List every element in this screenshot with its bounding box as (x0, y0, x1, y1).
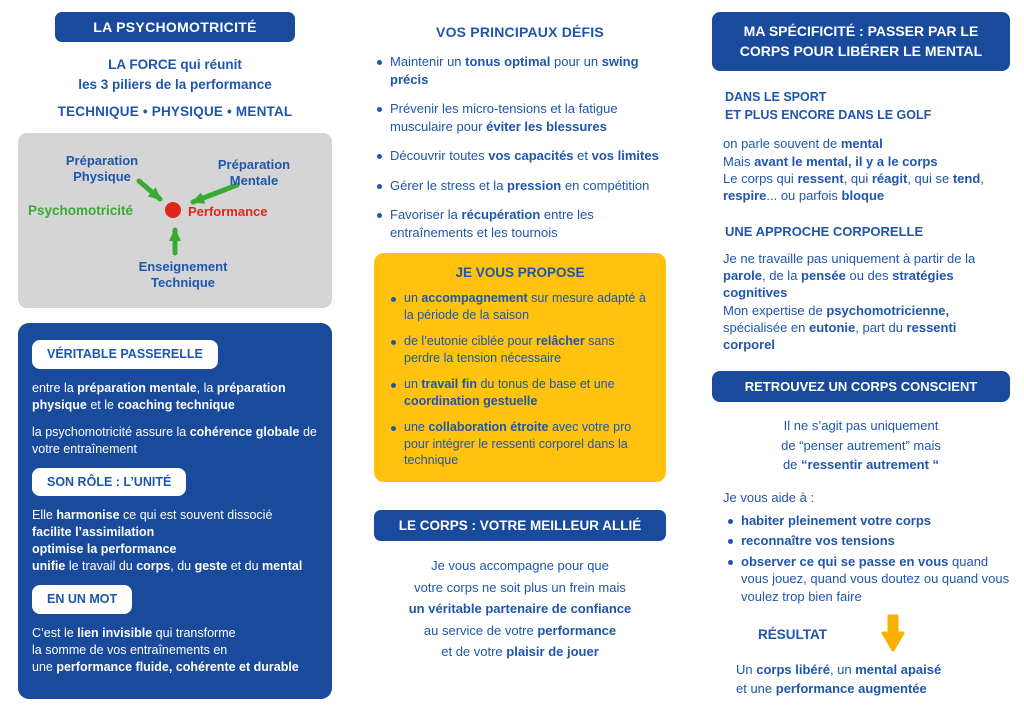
approche-text: Je ne travaille pas uniquement à partir … (723, 251, 976, 352)
psychomotricite-title-banner: LA PSYCHOMOTRICITÉ (55, 12, 295, 42)
pill-en-un-mot: EN UN MOT (32, 584, 133, 614)
role-text: Elle harmonise ce qui est souvent dissoc… (32, 508, 303, 573)
middle-column: VOS PRINCIPAUX DÉFIS Maintenir un tonus … (374, 24, 666, 662)
diagram-arrows (136, 178, 240, 256)
list-item: Prévenir les micro-tensions et la fatigu… (374, 100, 666, 135)
list-item: une collaboration étroite avec votre pro… (388, 419, 652, 470)
down-arrow-icon (881, 614, 905, 652)
aide-list: habiter pleinement votre corps reconnaît… (725, 512, 1010, 606)
resultat-row: RÉSULTAT (758, 613, 1010, 655)
propose-list: un accompagnement sur mesure adapté à la… (388, 290, 652, 469)
corps-conscient-banner: RETROUVEZ UN CORPS CONSCIENT (712, 371, 1010, 402)
defis-title: VOS PRINCIPAUX DÉFIS (436, 24, 604, 40)
coherence-text: la psychomotricité assure la cohérence g… (32, 424, 317, 456)
list-item: un accompagnement sur mesure adapté à la… (388, 290, 652, 324)
list-item: observer ce qui se passe en vous quand v… (725, 553, 1010, 606)
list-item: Maintenir un tonus optimal pour un swing… (374, 53, 666, 88)
label-psychomotricite: Psychomotricité (28, 203, 134, 219)
performance-dot-icon (165, 202, 181, 219)
list-item: Favoriser la récupération entre les entr… (374, 206, 666, 241)
list-item: Découvrir toutes vos capacités et vos li… (374, 147, 666, 165)
label-performance: Performance (188, 204, 268, 220)
list-item: habiter pleinement votre corps (725, 512, 1010, 530)
pillars-text: TECHNIQUE • PHYSIQUE • MENTAL (57, 104, 293, 120)
arrow-physique-icon (136, 178, 163, 202)
approche-heading: UNE APPROCHE CORPORELLE (725, 224, 924, 240)
aide-label: Je vous aide à : (723, 489, 815, 505)
arrow-mentale-icon (190, 182, 240, 205)
passerelle-text: entre la préparation mentale, la prépara… (32, 381, 286, 412)
list-item: Gérer le stress et la pression en compét… (374, 177, 666, 195)
challenges-list: Maintenir un tonus optimal pour un swing… (374, 53, 666, 241)
pill-veritable-passerelle: VÉRITABLE PASSERELLE (32, 340, 218, 369)
resultat-label: RÉSULTAT (758, 626, 827, 642)
propose-title: JE VOUS PROPOSE (455, 265, 585, 281)
corps-allie-banner: LE CORPS : VOTRE MEILLEUR ALLIÉ (374, 510, 666, 542)
list-item: reconnaître vos tensions (725, 532, 1010, 550)
pill-son-role: SON RÔLE : L’UNITÉ (32, 467, 187, 497)
propose-box: JE VOUS PROPOSE un accompagnement sur me… (374, 253, 666, 483)
list-item: un travail fin du tonus de base et une c… (388, 376, 652, 410)
passerelle-panel: VÉRITABLE PASSERELLE entre la préparatio… (18, 323, 332, 700)
list-item: de l’eutonie ciblée pour relâcher sans p… (388, 333, 652, 367)
